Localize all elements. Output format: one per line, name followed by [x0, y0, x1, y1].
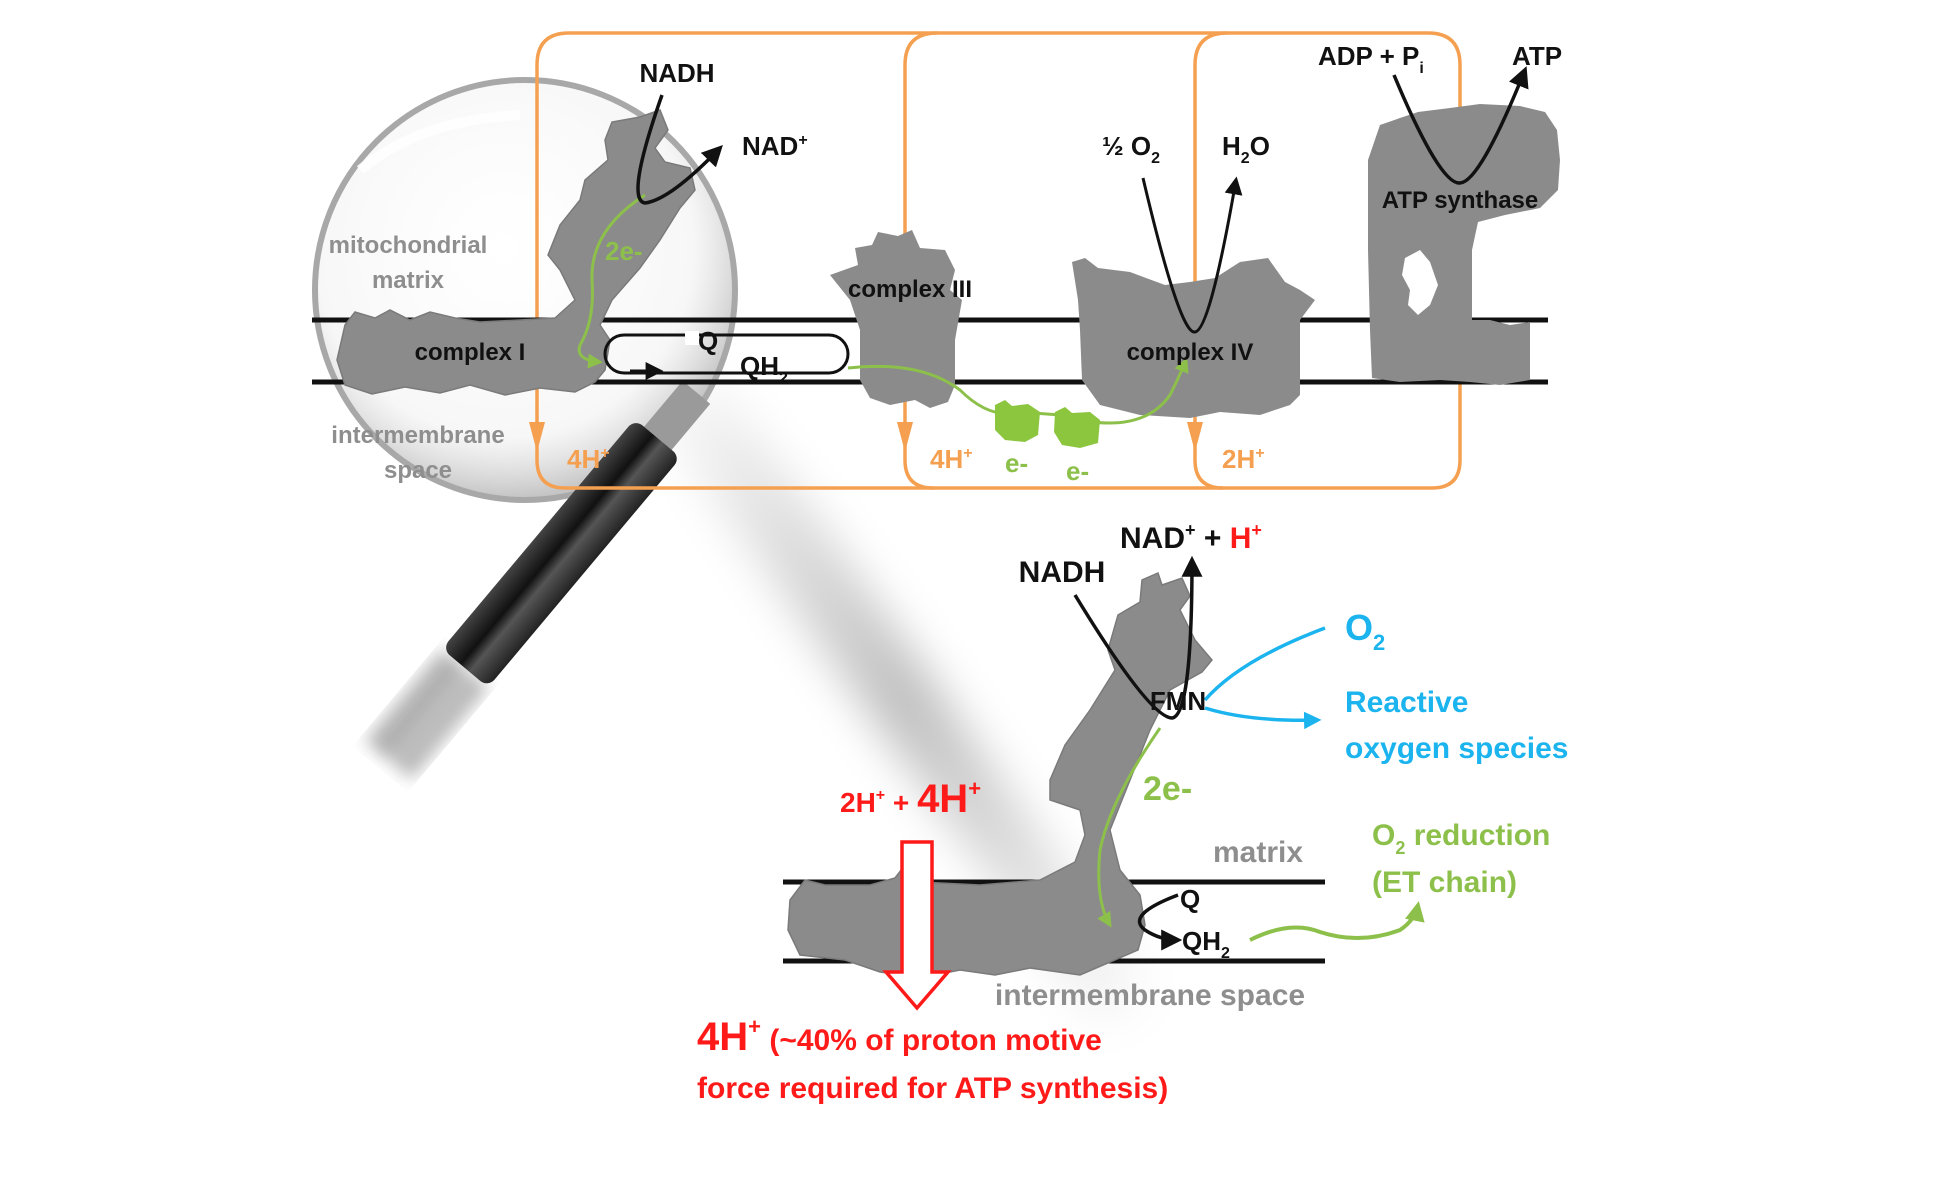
proton-arrow-complex1: [529, 422, 545, 452]
zoom-panel-labels: NADH NAD+ + H+ FMN O2 Reactive oxygen sp…: [697, 520, 1568, 1105]
complex4-label: complex IV: [1127, 339, 1254, 366]
zoom-matrix-label: matrix: [1213, 836, 1303, 869]
proton-box-complex3-bottom: [903, 459, 934, 490]
zoom-nadh-label: NADH: [1019, 556, 1106, 589]
cytochrome-c-e1-label: e-: [1005, 448, 1028, 478]
adp-label: ADP + Pi: [1318, 41, 1424, 77]
electron-path-complex3-to-4: [847, 357, 1189, 425]
proton-arrow-complex4: [1187, 422, 1203, 452]
complex1-label: complex I: [415, 339, 526, 366]
region-label-ims-2: space: [384, 457, 452, 484]
proton-pump-arrow: [882, 840, 952, 1011]
region-label-matrix-1: mitochondrial: [329, 232, 488, 259]
proton-arrows: [529, 422, 1203, 452]
electron-path-complex1: [577, 193, 646, 369]
nadh-zoom-reaction-arrow: [1073, 555, 1203, 720]
complex3-protons-label: 4H+: [930, 444, 973, 474]
quinone-reduction-arrow: [1137, 893, 1183, 951]
atp-synthase-protein: [1368, 104, 1560, 385]
quinone-marker: [685, 331, 699, 345]
magnifier-neck: [644, 380, 711, 450]
zoom-nad-plus-h-label: NAD+ + H+: [1120, 520, 1262, 555]
oxygen-to-fmn-line: [1203, 626, 1326, 702]
atp-synthase-cavity: [1402, 250, 1438, 315]
nadh-reaction-arrow: [636, 94, 723, 205]
complex4-protons-label: 2H+: [1222, 444, 1265, 474]
magnifier-shadow: [640, 380, 1160, 1030]
quinone-pool-box: [603, 333, 850, 375]
top-panel-labels: mitochondrial matrix intermembrane space…: [329, 41, 1562, 486]
zoom-electrons-label: 2e-: [1143, 770, 1192, 808]
complex4-water-label: H2O: [1222, 131, 1270, 167]
electron-path-zoom: [1097, 727, 1162, 928]
proton-box-complex4: [1193, 31, 1228, 460]
et-chain-label: (ET chain): [1372, 866, 1517, 899]
protons-out-label-line2: force required for ATP synthesis): [697, 1072, 1168, 1105]
complex1-protons-label: 4H+: [567, 444, 610, 474]
atp-reaction-arrow: [1392, 66, 1529, 185]
proton-arrow-complex3: [897, 422, 913, 452]
complex4-protein: [1072, 258, 1315, 418]
zoom-oxygen-label: O2: [1345, 607, 1385, 655]
proton-box-complex1: [535, 31, 1462, 490]
complex1-zoom-protein: [787, 571, 1213, 979]
o2-reduction-label: O2 reduction: [1372, 819, 1550, 858]
atp-synthase-label: ATP synthase: [1382, 187, 1539, 214]
region-label-ims-1: intermembrane: [331, 422, 504, 449]
cytochrome-c-1: [995, 400, 1040, 442]
quinone-q-label: Q: [698, 326, 718, 356]
protons-out-label-line1: 4H+ (~40% of proton motive: [697, 1014, 1102, 1059]
o2-reduction-arrow: [1249, 901, 1425, 942]
proton-box-complex3: [903, 31, 938, 460]
complex1-electrons-label: 2e-: [605, 236, 643, 266]
region-label-matrix-2: matrix: [372, 267, 445, 294]
oxygen-reaction-arrow: [1141, 176, 1243, 334]
zoom-ims-label: intermembrane space: [995, 979, 1305, 1012]
complex1-nad-plus-label: NAD+: [742, 131, 808, 161]
complex1-nadh-label: NADH: [639, 58, 714, 88]
ros-label-line1: Reactive: [1345, 686, 1468, 719]
complex3-label: complex III: [848, 276, 972, 303]
protons-in-label: 2H+ + 4H+: [840, 776, 981, 821]
fmn-label: FMN: [1150, 686, 1206, 716]
ros-arrow: [1204, 706, 1322, 730]
complex1-protein: [336, 109, 696, 396]
cytochrome-c-e2-label: e-: [1066, 456, 1089, 486]
zoom-qh2-label: QH2: [1182, 926, 1230, 962]
cytochrome-c-2: [1054, 407, 1100, 448]
complex3-protein: [830, 230, 962, 408]
lens-highlight: [356, 110, 521, 174]
zoom-q-label: Q: [1180, 884, 1200, 914]
atp-label: ATP: [1512, 41, 1562, 71]
ros-label-line2: oxygen species: [1345, 732, 1568, 765]
proton-pathway-boxes: [535, 31, 1462, 490]
proton-box-complex4-bottom: [1193, 459, 1224, 490]
quinone-qh2-label: QH2: [740, 351, 788, 387]
complex4-oxygen-label: ½ O2: [1102, 131, 1160, 167]
